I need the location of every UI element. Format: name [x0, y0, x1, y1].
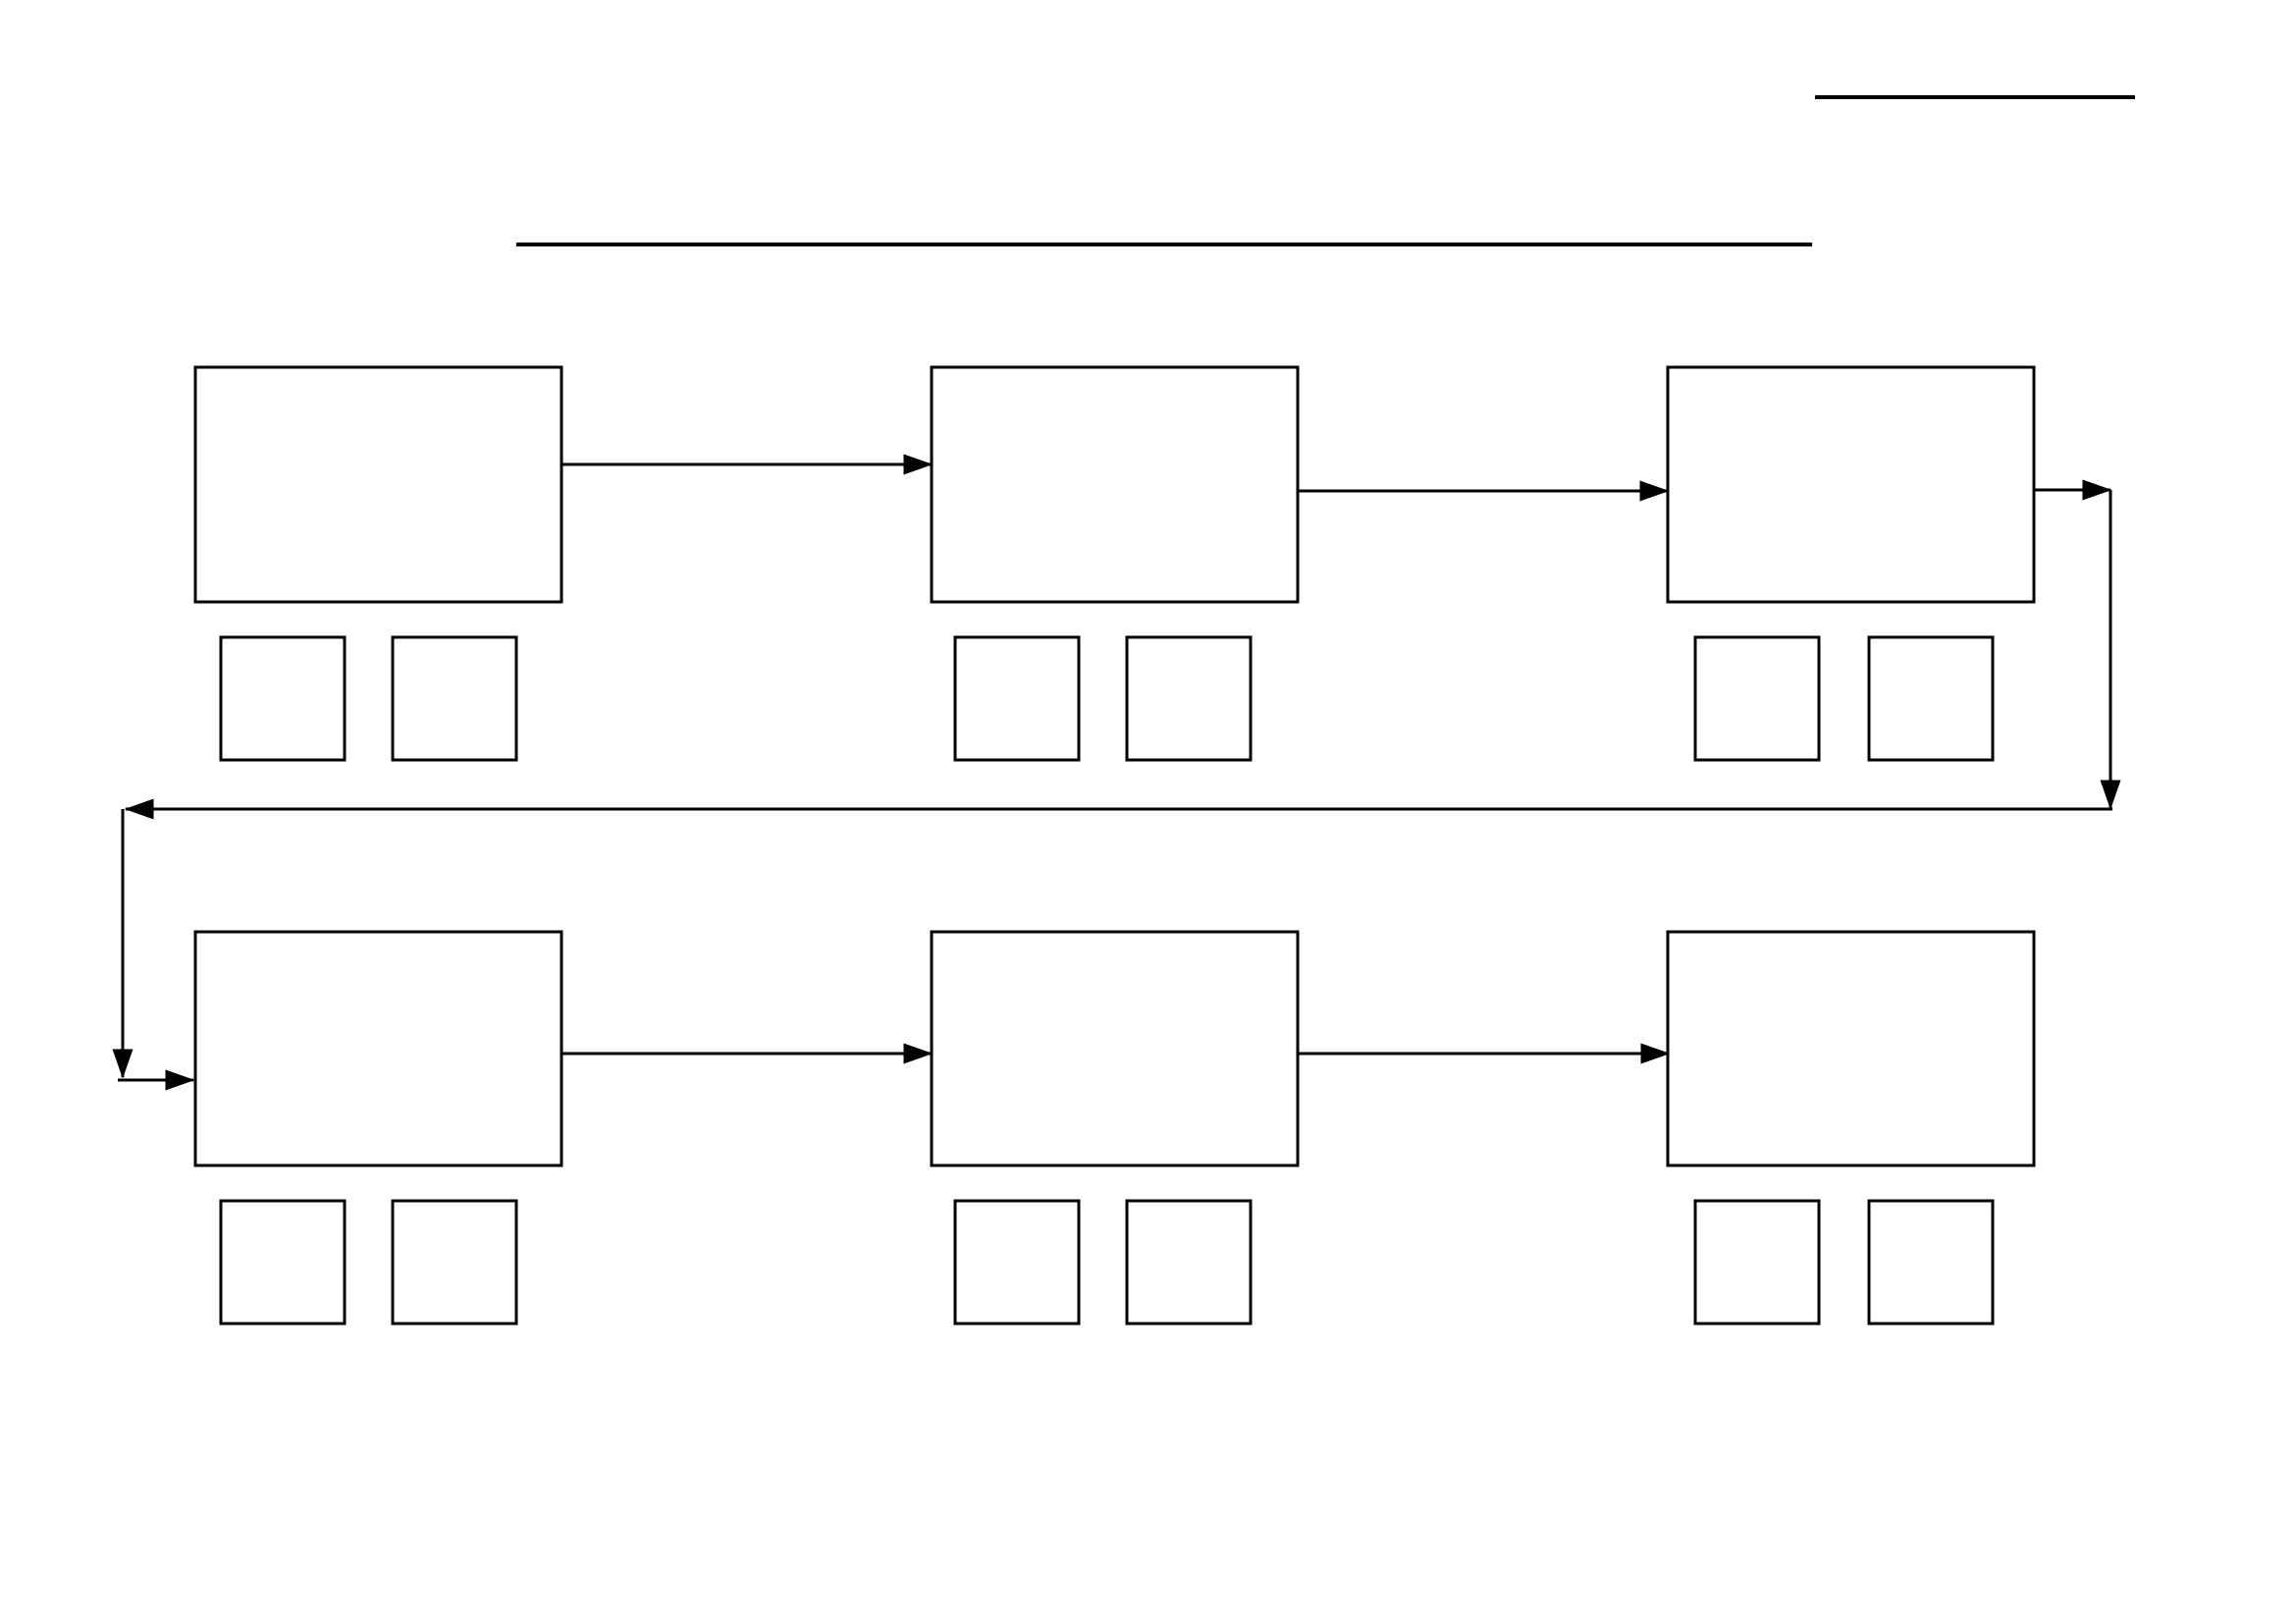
step-6-sub-box-2: [1867, 1199, 1995, 1326]
step-box-2: [930, 365, 1300, 604]
step-1-sub-box-2: [391, 635, 518, 762]
step-4-sub-box-1: [219, 1199, 347, 1326]
step-1-sub-box-1: [219, 635, 347, 762]
step-box-5: [930, 930, 1300, 1167]
connector-layer: [112, 454, 2121, 1091]
step-5-sub-box-1: [953, 1199, 1081, 1326]
step-4-sub-box-2: [391, 1199, 518, 1326]
step-box-3: [1666, 365, 2036, 604]
step-5-sub-box-2: [1125, 1199, 1253, 1326]
step-box-4: [193, 930, 563, 1167]
blank-rules-layer: [516, 95, 2135, 246]
step-box-layer: [193, 365, 2036, 1167]
step-box-6: [1666, 930, 2036, 1167]
step-3-sub-box-2: [1867, 635, 1995, 762]
step-2-sub-box-1: [953, 635, 1081, 762]
step-box-1: [193, 365, 563, 604]
step-6-sub-box-1: [1693, 1199, 1821, 1326]
step-3-sub-box-1: [1693, 635, 1821, 762]
step-2-sub-box-2: [1125, 635, 1253, 762]
sub-box-layer: [219, 635, 1995, 1326]
